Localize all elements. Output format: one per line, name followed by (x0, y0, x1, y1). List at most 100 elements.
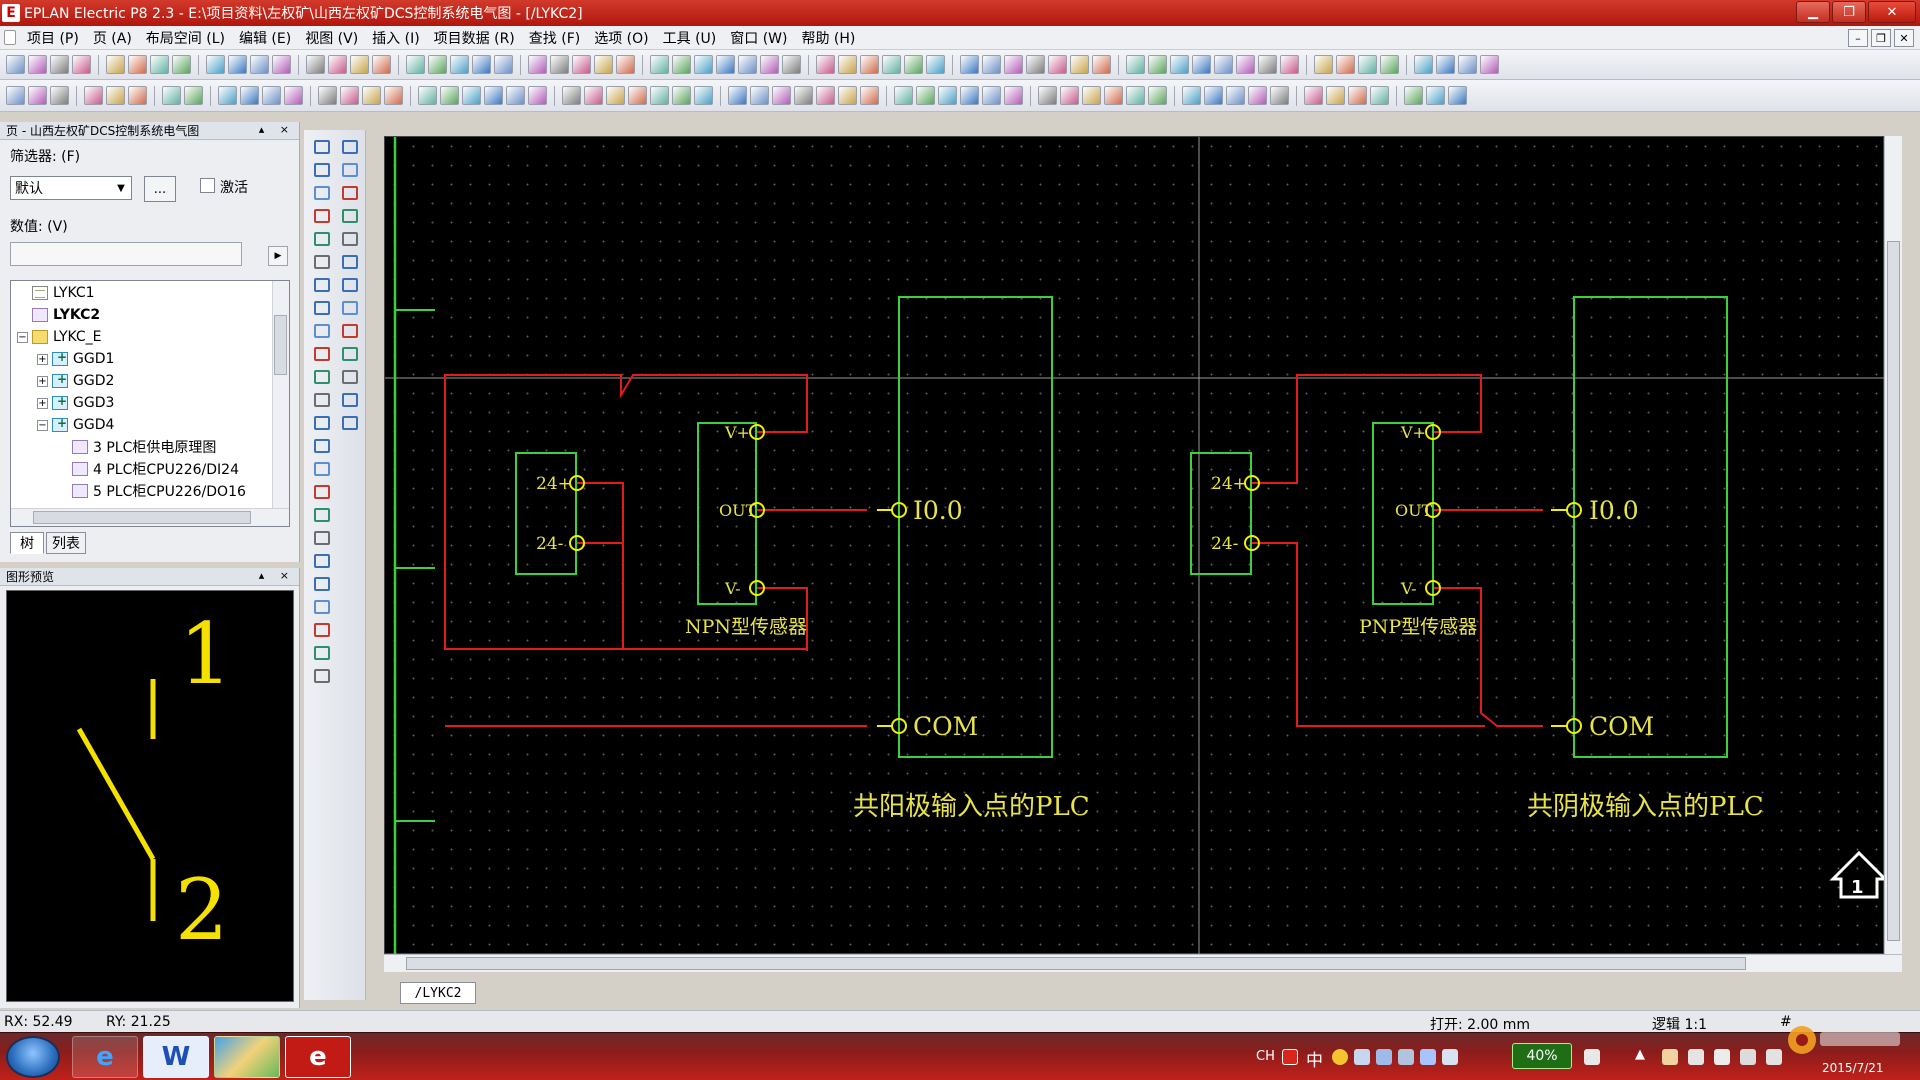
symbol-tool-icon[interactable] (314, 416, 330, 430)
toolbar2-tool-icon[interactable] (1248, 86, 1267, 105)
tree-hscroll-thumb[interactable] (33, 511, 251, 524)
toolbar2-tool-icon[interactable] (528, 86, 547, 105)
toolbar1-tool-icon[interactable] (372, 55, 391, 74)
menu-options[interactable]: 选项 (O) (594, 30, 649, 47)
toolbar1-tool-icon[interactable] (306, 55, 325, 74)
toolbar2-tool-icon[interactable] (894, 86, 913, 105)
toolbar2-tool-icon[interactable] (1304, 86, 1323, 105)
ime-logo-icon[interactable] (1282, 1049, 1298, 1065)
toolbar2-tool-icon[interactable] (728, 86, 747, 105)
punctuation-icon[interactable] (1354, 1049, 1370, 1065)
toolbar2-tool-icon[interactable] (484, 86, 503, 105)
toolbar1-tool-icon[interactable] (28, 55, 47, 74)
symbol-tool-icon[interactable] (342, 232, 358, 246)
symbol-tool-icon[interactable] (314, 370, 330, 384)
mdi-minimize-button[interactable]: – (1848, 29, 1868, 47)
toolbar2-tool-icon[interactable] (1348, 86, 1367, 105)
toolbar1-tool-icon[interactable] (594, 55, 613, 74)
toolbar2-tool-icon[interactable] (128, 86, 147, 105)
pin-vminus[interactable] (749, 580, 765, 596)
canvas-vscroll-thumb[interactable] (1887, 241, 1900, 941)
menu-insert[interactable]: 插入 (I) (372, 30, 420, 47)
toolbar1-tool-icon[interactable] (1336, 55, 1355, 74)
toolbar2-tool-icon[interactable] (1270, 86, 1289, 105)
pin-out[interactable] (1425, 502, 1441, 518)
toolbar2-tool-icon[interactable] (650, 86, 669, 105)
toolbar2-tool-icon[interactable] (584, 86, 603, 105)
toolbar2-tool-icon[interactable] (418, 86, 437, 105)
toolbar2-tool-icon[interactable] (1226, 86, 1245, 105)
toolbar1-tool-icon[interactable] (106, 55, 125, 74)
flag-icon[interactable] (1688, 1049, 1704, 1065)
symbol-tool-icon[interactable] (314, 163, 330, 177)
tree-item[interactable]: 5 PLC柜CPU226/DO16 (57, 481, 246, 501)
toolbar2-tool-icon[interactable] (50, 86, 69, 105)
toolbar2-tool-icon[interactable] (1126, 86, 1145, 105)
symbol-tool-icon[interactable] (314, 485, 330, 499)
toolbar1-tool-icon[interactable] (738, 55, 757, 74)
toolbar2-tool-icon[interactable] (1104, 86, 1123, 105)
symbol-tool-icon[interactable] (314, 140, 330, 154)
toolbar1-tool-icon[interactable] (1414, 55, 1433, 74)
toolbar1-tool-icon[interactable] (572, 55, 591, 74)
symbol-tool-icon[interactable] (314, 600, 330, 614)
toolbar2-tool-icon[interactable] (506, 86, 525, 105)
symbol-tool-icon[interactable] (342, 301, 358, 315)
battery-indicator[interactable]: 40% (1512, 1043, 1572, 1069)
canvas-hscroll-thumb[interactable] (406, 957, 1746, 970)
toolbar2-tool-icon[interactable] (1082, 86, 1101, 105)
menu-project[interactable]: 项目 (P) (27, 30, 79, 47)
canvas-vertical-scrollbar[interactable] (1884, 136, 1902, 954)
toolbar2-tool-icon[interactable] (794, 86, 813, 105)
tree-item[interactable]: +GGD2 (37, 371, 114, 391)
pin-vminus[interactable] (1425, 580, 1441, 596)
maximize-button[interactable]: ❐ (1832, 1, 1866, 23)
toolbar1-tool-icon[interactable] (494, 55, 513, 74)
symbol-tool-icon[interactable] (314, 232, 330, 246)
taskbar-eplan-icon[interactable]: e (285, 1036, 351, 1078)
tree-horizontal-scrollbar[interactable] (11, 508, 289, 526)
symbol-tool-icon[interactable] (314, 462, 330, 476)
value-input[interactable] (10, 242, 242, 266)
tree-scroll-thumb[interactable] (274, 315, 287, 375)
toolbar2-tool-icon[interactable] (562, 86, 581, 105)
toolbar2-tool-icon[interactable] (84, 86, 103, 105)
symbol-tool-icon[interactable] (342, 255, 358, 269)
user-icon[interactable] (1398, 1049, 1414, 1065)
tree-item[interactable]: 4 PLC柜CPU226/DI24 (57, 459, 239, 479)
toolbar2-tool-icon[interactable] (106, 86, 125, 105)
panel-pin-close-buttons[interactable]: ▴ × (258, 123, 295, 136)
toolbar1-tool-icon[interactable] (782, 55, 801, 74)
toolbar1-tool-icon[interactable] (982, 55, 1001, 74)
toolbar1-tool-icon[interactable] (1380, 55, 1399, 74)
toolbar2-tool-icon[interactable] (184, 86, 203, 105)
menu-page[interactable]: 页 (A) (92, 30, 132, 47)
toolbar2-tool-icon[interactable] (362, 86, 381, 105)
tree-item[interactable]: LYKC2 (17, 305, 100, 325)
toolbar2-tool-icon[interactable] (982, 86, 1001, 105)
toolbar1-tool-icon[interactable] (816, 55, 835, 74)
toolbar1-tool-icon[interactable] (72, 55, 91, 74)
toolbar2-tool-icon[interactable] (938, 86, 957, 105)
tree-item[interactable]: −LYKC_E (17, 327, 102, 347)
view-navigation-icon[interactable]: 1 (1829, 850, 1885, 899)
tree-item[interactable]: +GGD1 (37, 349, 114, 369)
symbol-tool-icon[interactable] (314, 646, 330, 660)
symbol-tool-icon[interactable] (314, 577, 330, 591)
toolbar2-tool-icon[interactable] (262, 86, 281, 105)
symbol-tool-icon[interactable] (342, 163, 358, 177)
toolbar2-tool-icon[interactable] (628, 86, 647, 105)
toolbar1-tool-icon[interactable] (250, 55, 269, 74)
close-button[interactable]: ✕ (1868, 1, 1916, 23)
toolbar1-tool-icon[interactable] (904, 55, 923, 74)
toolbar1-tool-icon[interactable] (150, 55, 169, 74)
symbol-tool-icon[interactable] (342, 393, 358, 407)
display-icon[interactable] (1740, 1049, 1756, 1065)
toolbar1-tool-icon[interactable] (672, 55, 691, 74)
mdi-close-button[interactable]: ✕ (1894, 29, 1914, 47)
toolbar2-tool-icon[interactable] (440, 86, 459, 105)
tree-item[interactable]: −GGD4 (37, 415, 114, 435)
symbol-tool-icon[interactable] (314, 186, 330, 200)
toolbar1-tool-icon[interactable] (528, 55, 547, 74)
pin-vplus[interactable] (1425, 424, 1441, 440)
